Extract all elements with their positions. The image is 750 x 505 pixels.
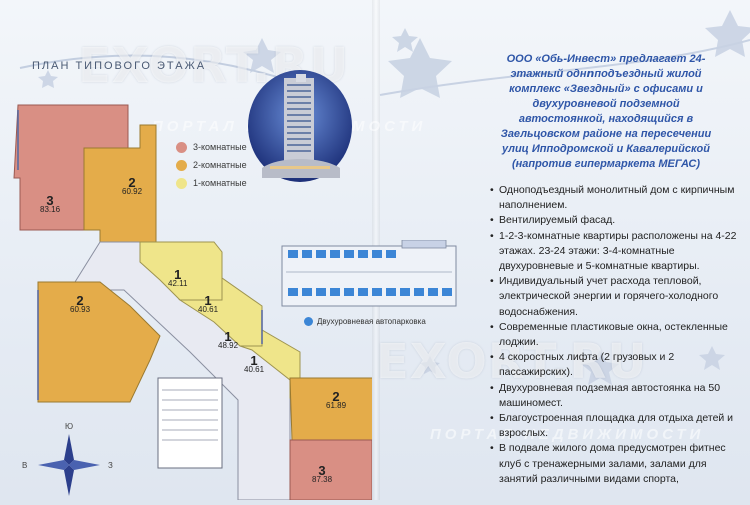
star-icon bbox=[243, 38, 281, 73]
feature-item: 1-2-3-комнатные квартиры расположены на … bbox=[490, 229, 740, 275]
unit-rooms: 3 bbox=[318, 463, 326, 478]
unit-3room-bottom bbox=[289, 439, 372, 500]
floor-plan bbox=[13, 104, 372, 500]
unit-2room-mid bbox=[37, 281, 161, 403]
unit-rooms: 1 bbox=[204, 293, 212, 308]
unit-rooms: 1 bbox=[224, 329, 232, 344]
tower-illustration bbox=[248, 70, 352, 182]
legend-label: 3-комнатные bbox=[193, 142, 247, 152]
stair-core bbox=[157, 377, 223, 469]
unit-area: 61.89 bbox=[326, 401, 347, 410]
unit-area: 42.11 bbox=[168, 279, 188, 288]
unit-rooms: 1 bbox=[250, 353, 258, 368]
unit-rooms: 2 bbox=[128, 175, 136, 190]
unit-rooms: 3 bbox=[46, 193, 54, 208]
unit-area: 87.38 bbox=[312, 475, 333, 484]
legend-item: 2-комнатные bbox=[176, 156, 247, 174]
feature-item: Вентилируемый фасад. bbox=[490, 213, 740, 228]
parking-label-text: Двухуровневая автопарковка bbox=[317, 317, 426, 326]
feature-item: Благоустроенная площадка для отдыха дете… bbox=[490, 411, 740, 441]
feature-item: Двухуровневая подземная автостоянка на 5… bbox=[490, 381, 740, 411]
compass-rose-icon bbox=[38, 434, 100, 496]
feature-item: В подвале жилого дома предусмотрен фитне… bbox=[490, 441, 740, 487]
feature-item: Однoподъездный монолитный дом с кирпичны… bbox=[490, 183, 740, 213]
plan-title: План типового этажа bbox=[32, 60, 207, 72]
parking-swatch bbox=[304, 317, 313, 327]
unit-area: 60.92 bbox=[122, 187, 143, 196]
unit-area: 60.93 bbox=[70, 305, 91, 314]
legend-label: 1-комнатные bbox=[193, 178, 247, 188]
intro-text: ООО «Обь-Инвест» предлагает 24-этажный о… bbox=[500, 53, 712, 170]
unit-area: 83.16 bbox=[40, 205, 61, 214]
star-icon bbox=[705, 10, 750, 57]
unit-rooms: 1 bbox=[174, 267, 182, 282]
compass: Ю В З bbox=[22, 422, 113, 500]
feature-item: 4 скоростных лифта (2 грузовых и 2 пасса… bbox=[490, 350, 740, 380]
legend-swatch bbox=[176, 141, 187, 153]
unit-area: 40.61 bbox=[198, 305, 219, 314]
unit-rooms: 2 bbox=[332, 389, 340, 404]
parking-schematic bbox=[281, 240, 457, 307]
feature-list: Однoподъездный монолитный дом с кирпичны… bbox=[490, 183, 740, 487]
parking-label: Двухуровневая автопарковка bbox=[304, 317, 426, 327]
legend-swatch bbox=[176, 177, 187, 189]
unit-area: 48.92 bbox=[218, 341, 239, 350]
compass-west-label: З bbox=[108, 461, 113, 470]
star-icon bbox=[388, 38, 452, 98]
unit-rooms: 2 bbox=[76, 293, 84, 308]
feature-item: Индивидуальный учет расхода тепловой, эл… bbox=[490, 274, 740, 320]
unit-2room-bottom bbox=[289, 377, 372, 441]
legend-label: 2-комнатные bbox=[193, 160, 247, 170]
legend-item: 3-комнатные bbox=[176, 138, 247, 156]
feature-item: Современные пластиковые окна, остекленны… bbox=[490, 320, 740, 350]
star-icon bbox=[420, 356, 440, 374]
compass-south-label: Ю bbox=[65, 422, 74, 431]
unit-area: 40.61 bbox=[244, 365, 265, 374]
plan-legend: 3-комнатные 2-комнатные 1-комнатные bbox=[176, 138, 247, 192]
star-icon bbox=[392, 28, 418, 52]
legend-item: 1-комнатные bbox=[176, 174, 247, 192]
star-icon bbox=[38, 70, 58, 88]
legend-swatch bbox=[176, 159, 187, 171]
compass-east-label: В bbox=[22, 461, 28, 470]
